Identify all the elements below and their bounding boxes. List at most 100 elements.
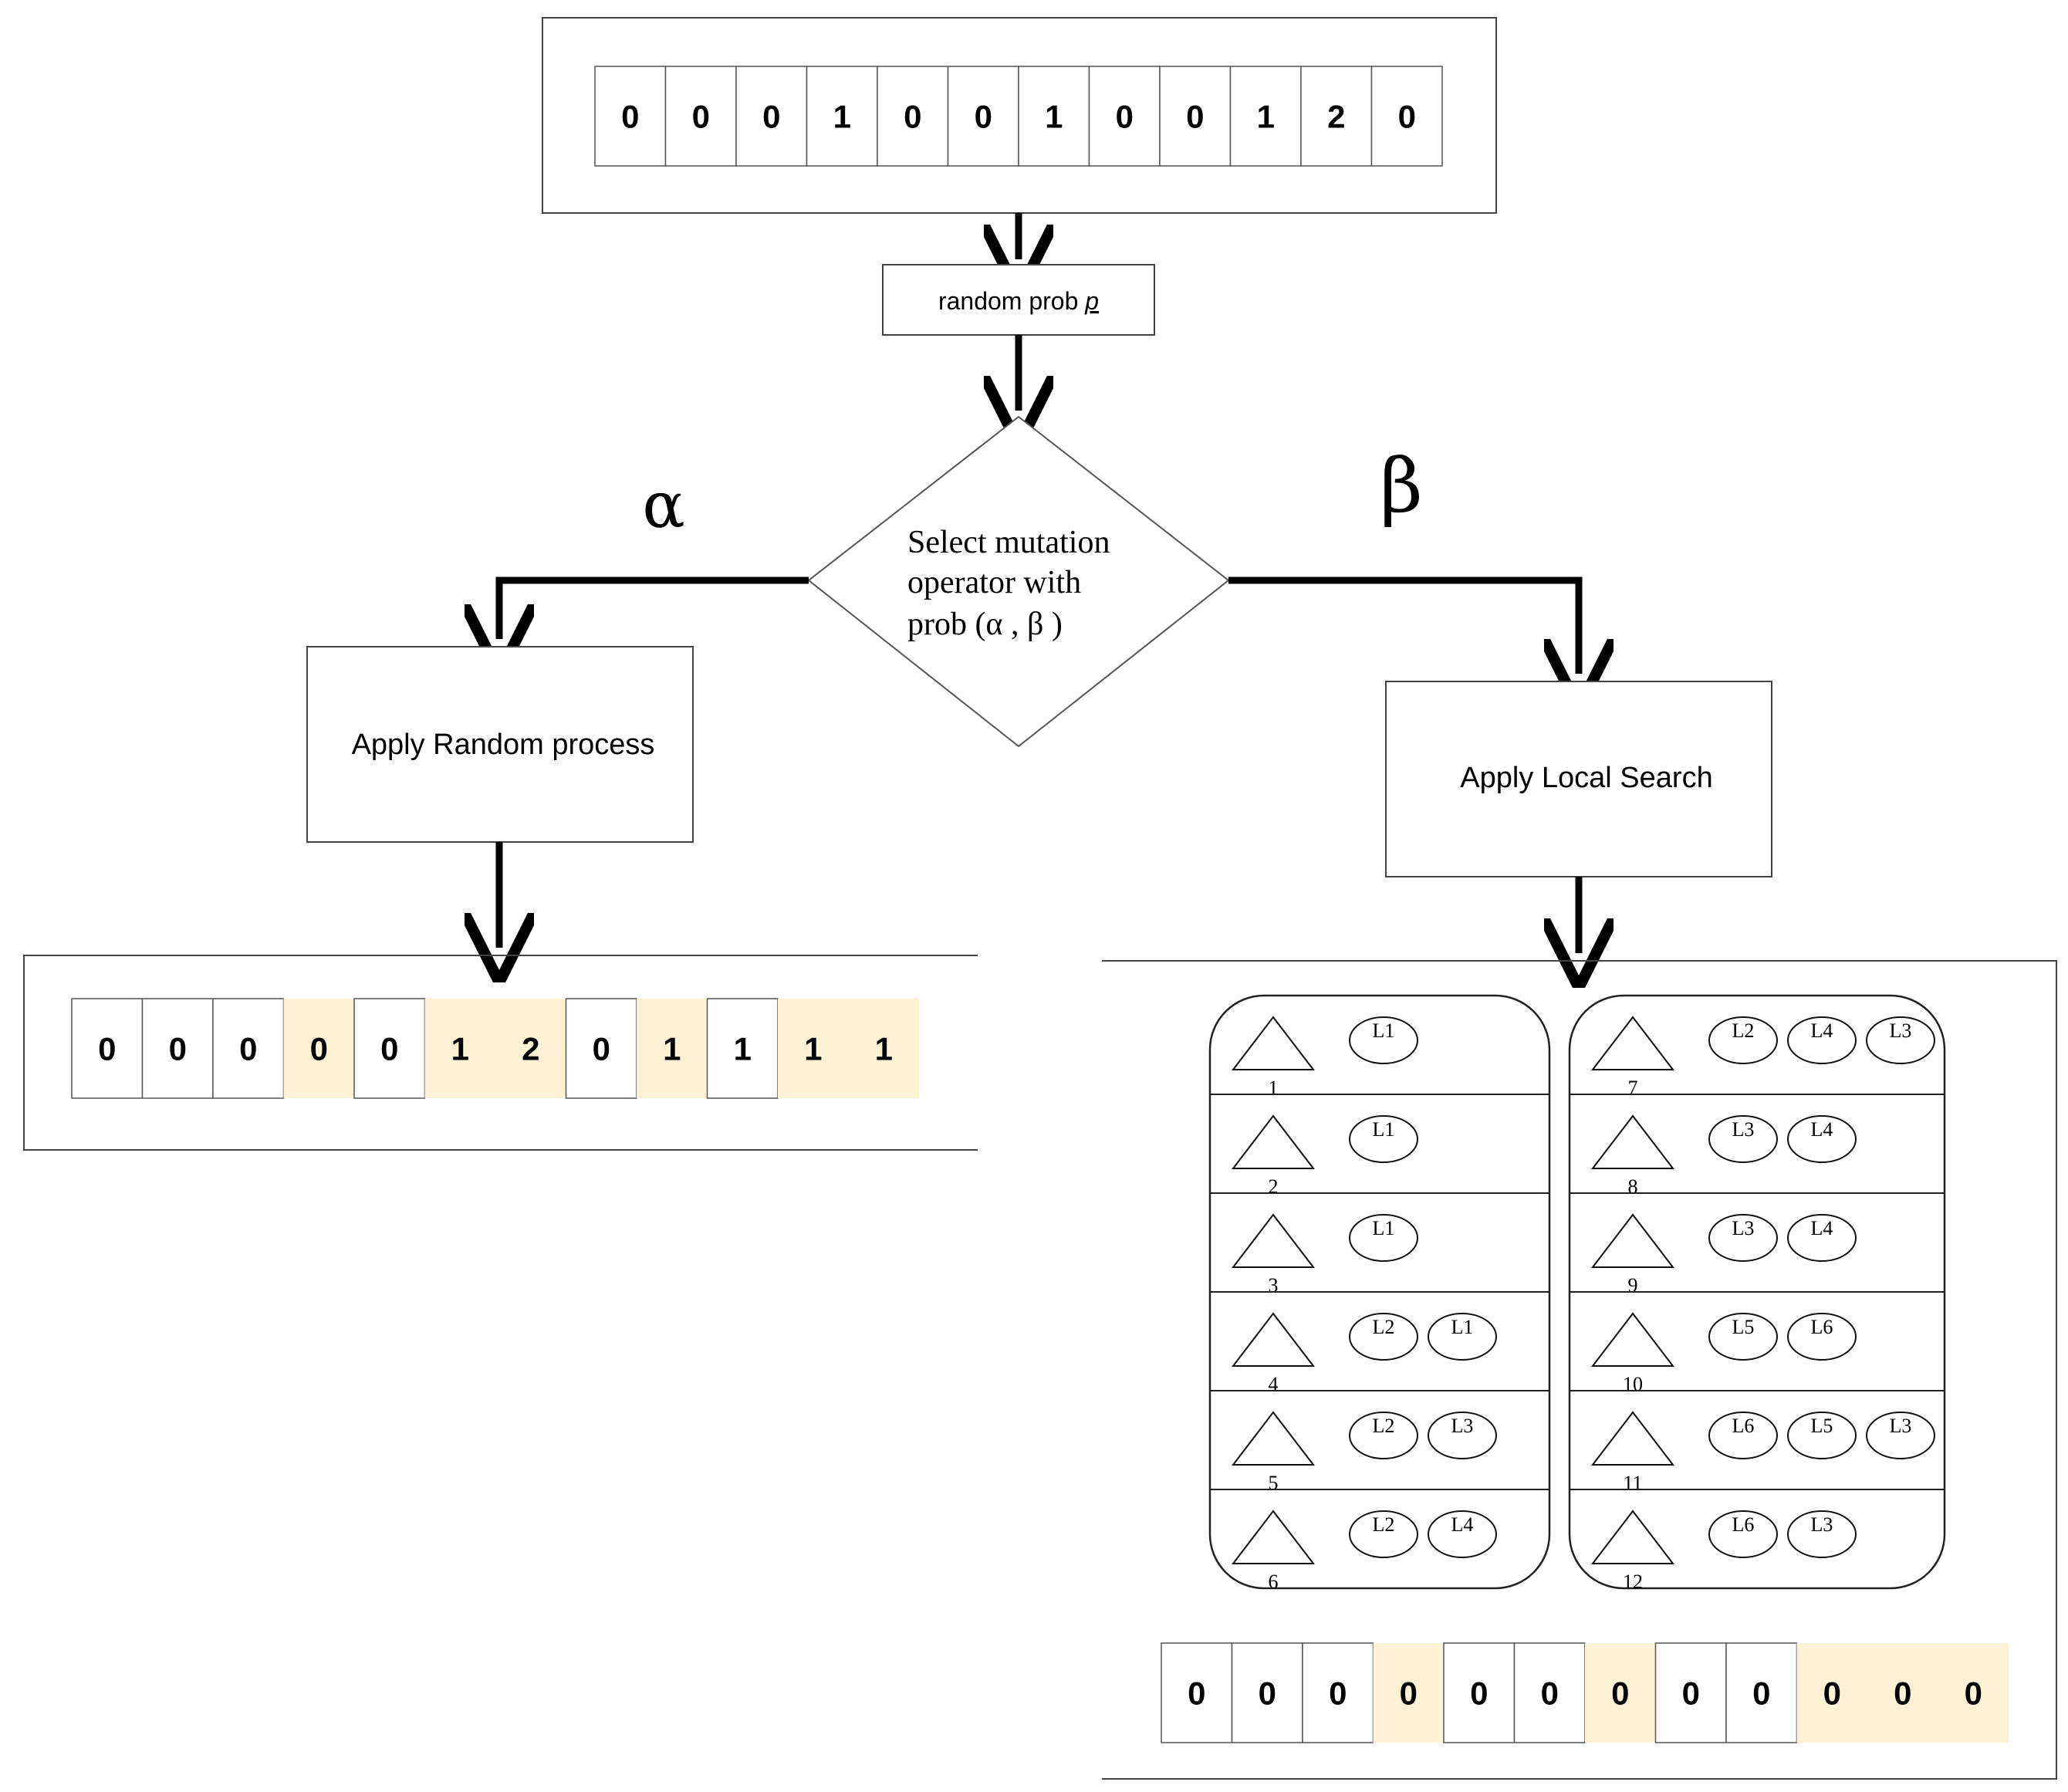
top-chromosome-cell	[1229, 66, 1302, 167]
random-result-value: 1	[663, 1031, 681, 1067]
label-ellipse	[1428, 1412, 1497, 1459]
left-group-group-number: 3	[1269, 1274, 1279, 1297]
random-result-cell	[495, 999, 566, 1098]
label-ellipse	[1428, 1510, 1497, 1558]
right-group-group-number: 12	[1623, 1571, 1643, 1593]
random-result-value: 1	[804, 1031, 822, 1067]
right-group-group-number: 11	[1623, 1472, 1642, 1494]
label-ellipse	[1866, 1412, 1935, 1459]
local-result-cell	[1373, 1643, 1444, 1743]
top-chromosome-value: 0	[975, 99, 992, 135]
triangle-icon	[1231, 1213, 1316, 1268]
triangle-icon	[1590, 1016, 1675, 1070]
label-ellipse	[1349, 1313, 1418, 1361]
label-ellipse	[1349, 1412, 1418, 1459]
triangle-icon	[1590, 1213, 1675, 1268]
left-group-label: L3	[1451, 1415, 1474, 1437]
left-group-label: L1	[1373, 1019, 1395, 1042]
top-chromosome-value: 0	[1186, 99, 1204, 135]
label-ellipse	[1708, 1016, 1778, 1064]
top-chromosome-value: 0	[762, 99, 780, 135]
random-result-cell	[141, 998, 214, 1099]
local-result-cell	[1867, 1643, 1938, 1743]
local-result-value: 0	[1965, 1675, 1982, 1712]
top-chromosome-value: 1	[1257, 99, 1275, 135]
local-result-cell	[1796, 1643, 1867, 1743]
left-group-group-number: 5	[1269, 1472, 1279, 1494]
local-result-value: 0	[1541, 1675, 1559, 1712]
label-ellipse	[1787, 1412, 1857, 1459]
top-chromosome-value: 0	[1398, 99, 1416, 135]
right-group-group-number: 9	[1628, 1274, 1638, 1297]
left-group-label: L2	[1373, 1316, 1395, 1338]
local-result-value: 0	[1400, 1675, 1418, 1712]
label-ellipse	[1428, 1313, 1497, 1361]
right-group-group-number: 10	[1623, 1373, 1643, 1395]
label-ellipse	[1708, 1510, 1778, 1558]
right-group-label: L6	[1732, 1513, 1755, 1536]
local-result-cell	[1302, 1642, 1374, 1743]
label-ellipse	[1349, 1016, 1418, 1064]
label-ellipse	[1866, 1016, 1935, 1064]
right-group-label: L3	[1732, 1217, 1755, 1239]
local-result-value: 0	[1894, 1675, 1911, 1712]
alpha-label: α	[642, 469, 684, 543]
right-group-label: L5	[1732, 1316, 1755, 1338]
left-group-label: L1	[1451, 1316, 1474, 1338]
triangle-icon	[1231, 1510, 1316, 1564]
local-result-cell	[1585, 1643, 1656, 1743]
random-result-cell	[706, 998, 779, 1099]
label-ellipse	[1708, 1412, 1778, 1459]
local-result-cell	[1725, 1642, 1798, 1743]
right-group-label: L3	[1890, 1415, 1912, 1437]
local-result-cell	[1231, 1642, 1303, 1743]
left-group-label: L1	[1373, 1118, 1395, 1141]
decision-line-1: Select mutation	[907, 525, 1110, 560]
random-result-value: 0	[380, 1031, 398, 1067]
right-group-label: L6	[1811, 1316, 1833, 1338]
left-group-label: L2	[1373, 1513, 1395, 1536]
top-chromosome-cell	[1018, 66, 1090, 167]
decision-line-3: prob (α , β )	[907, 607, 1063, 642]
triangle-icon	[1590, 1510, 1675, 1564]
top-chromosome-cell	[947, 66, 1019, 167]
triangle-icon	[1590, 1312, 1675, 1367]
left-group-label: L1	[1373, 1217, 1395, 1239]
random-process-label: Apply Random process	[352, 729, 655, 761]
triangle-icon	[1231, 1114, 1316, 1169]
right-group-label: L3	[1732, 1118, 1755, 1141]
right-group-group-number: 8	[1628, 1175, 1638, 1198]
local-result-value: 0	[1611, 1675, 1629, 1712]
top-chromosome-cell	[877, 66, 949, 167]
decision-diamond	[807, 415, 1230, 748]
left-group-group-number: 2	[1269, 1175, 1279, 1198]
top-chromosome-cell	[1300, 66, 1373, 167]
random-result-value: 0	[593, 1031, 610, 1067]
random-prob-label: random prob p	[938, 287, 1099, 315]
right-group-group-number: 7	[1628, 1077, 1638, 1099]
label-ellipse	[1349, 1510, 1418, 1558]
right-group-label: L3	[1811, 1513, 1833, 1536]
random-process-box	[306, 646, 694, 843]
left-group-label: L4	[1451, 1513, 1474, 1536]
triangle-icon	[1231, 1016, 1316, 1070]
label-ellipse	[1787, 1510, 1857, 1558]
random-result-value: 1	[875, 1031, 893, 1067]
random-result-cell	[637, 999, 708, 1098]
random-result-cell	[353, 998, 426, 1099]
label-ellipse	[1787, 1313, 1857, 1361]
right-group-label: L6	[1732, 1415, 1755, 1437]
local-result-value: 0	[1259, 1675, 1276, 1712]
right-group-label: L3	[1890, 1019, 1912, 1042]
left-group-label: L2	[1373, 1415, 1395, 1437]
top-chromosome-value: 1	[1045, 99, 1063, 135]
local-result-value: 0	[1752, 1675, 1770, 1712]
label-ellipse	[1787, 1214, 1857, 1262]
top-chromosome-value: 1	[833, 99, 851, 135]
alpha-branch-connector	[499, 576, 809, 639]
right-group-label: L2	[1732, 1019, 1755, 1042]
local-result-value: 0	[1682, 1675, 1700, 1712]
